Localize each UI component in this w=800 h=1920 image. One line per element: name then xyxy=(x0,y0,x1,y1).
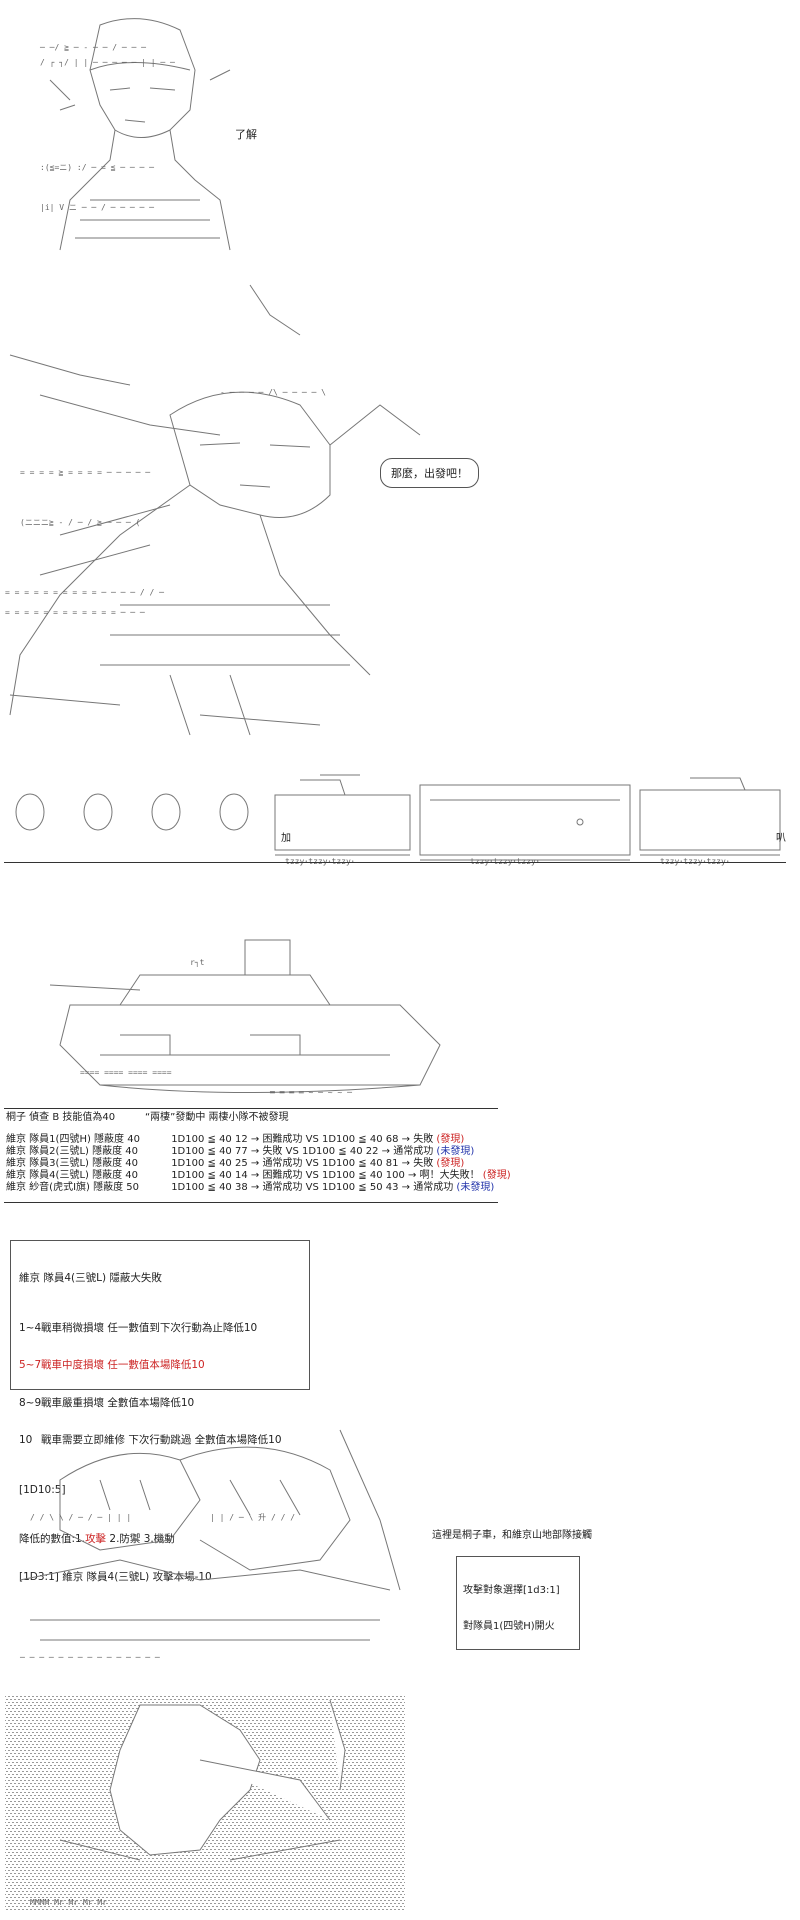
status-result: (發現) xyxy=(436,1158,465,1169)
svg-text:= = = = = = = = = = ─ ─ ─ ─ /: = = = = = = = = = = ─ ─ ─ ─ / / ─ xyxy=(5,588,164,597)
attack-target-box: 攻擊對象選擇[1d3:1] 對隊員1(四號H)開火 xyxy=(456,1556,580,1650)
fail-line: 10 戰車需要立即維修 下次行動跳過 全數值本場降低10 xyxy=(19,1434,301,1447)
character-art-1: ─ ─/ ≧ ─ - ─ ─ / ─ ─ ─ / ┌ ┐/ | | ─ ─ ─ … xyxy=(30,10,260,260)
status-roll: 1D100 ≦ 40 12 → 困難成功 VS 1D100 ≦ 40 68 → … xyxy=(171,1134,434,1145)
tank-column-art: tzzy･tzzy･tzzy･ tzzy･tzzy･tzzy･ tzzy･tzz… xyxy=(0,760,800,870)
svg-text:|i| V ニ ─ ─ / ─ ─ ─ ─ ─: |i| V ニ ─ ─ / ─ ─ ─ ─ ─ xyxy=(40,203,154,212)
fail-line: 8~9戰車嚴重損壞 全數值本場降低10 xyxy=(19,1397,301,1410)
status-row: 維京 隊員3(三號L) 隱蔽度 40 1D100 ≦ 40 25 → 通常成功 … xyxy=(6,1158,796,1170)
svg-text:─ ─ ─ ─ ─ ─ ─ ─ ─ ─ ─ ─ ─ ─ ─: ─ ─ ─ ─ ─ ─ ─ ─ ─ ─ ─ ─ ─ ─ ─ xyxy=(19,1653,160,1662)
status-header-right: “兩棲”發動中 兩棲小隊不被發現 xyxy=(145,1112,289,1123)
svg-text:- ─ ─ ─ ─ /\ ─ ─ ─ ─ \: - ─ ─ ─ ─ /\ ─ ─ ─ ─ \ xyxy=(220,388,326,397)
status-result: (發現) xyxy=(436,1134,465,1145)
status-row: 維京 隊員4(三號L) 隱蔽度 40 1D100 ≦ 40 14 → 困難成功 … xyxy=(6,1170,796,1182)
speech-text-1: 了解 xyxy=(235,128,257,141)
divider-3 xyxy=(4,1202,498,1203)
critical-fail-box: 維京 隊員4(三號L) 隱蔽大失敗 1~4戰車稍微損壞 任一數值到下次行動為止降… xyxy=(10,1240,310,1583)
character-art-2: = = = = ≧ = = = = ─ ─ ─ ─ ─ (ニニニ≧ - / ─ … xyxy=(0,275,440,745)
status-result: (發現) xyxy=(482,1170,511,1181)
attack-box-line1: 攻擊對象選擇[1d3:1] xyxy=(463,1585,560,1596)
status-result: (未發現) xyxy=(456,1182,495,1193)
fail-key: 8~9 xyxy=(19,1396,42,1409)
svg-text:/ ┌ ┐/ | | ─ ─ ─ ─ ─ | | ─ ─: / ┌ ┐/ | | ─ ─ ─ ─ ─ | | ─ ─ xyxy=(40,58,175,68)
tank-sfx-left: 加 xyxy=(281,833,291,844)
status-roll: 1D100 ≦ 40 25 → 通常成功 VS 1D100 ≦ 40 81 → … xyxy=(171,1158,434,1169)
fail-text: 戰車稍微損壞 任一數值到下次行動為止降低10 xyxy=(41,1321,258,1334)
status-name: 維京 隊員2(三號L) 隱蔽度 40 xyxy=(6,1146,138,1157)
svg-text:═ ═ ═ ═ ~ ─ ~ ~ ─: ═ ═ ═ ═ ~ ─ ~ ~ ─ xyxy=(269,1088,352,1097)
svg-text:= = = = = = = = = = = = ─ ─ ─: = = = = = = = = = = = = ─ ─ ─ xyxy=(5,608,145,617)
status-name: 維京 隊員1(四號H) 隱蔽度 40 xyxy=(6,1134,140,1145)
svg-text:r┐t: r┐t xyxy=(190,958,205,968)
fail-lower-prefix: 降低的數值:1. xyxy=(19,1533,86,1545)
status-roll: 1D100 ≦ 40 14 → 困難成功 VS 1D100 ≦ 40 100 →… xyxy=(171,1170,480,1181)
divider-1 xyxy=(4,862,786,863)
status-table: 維京 隊員1(四號H) 隱蔽度 40 1D100 ≦ 40 12 → 困難成功 … xyxy=(6,1134,796,1194)
svg-text:= = = = ≧ = = = = ─ ─ ─ ─ ─: = = = = ≧ = = = = ─ ─ ─ ─ ─ xyxy=(20,468,150,477)
divider-2 xyxy=(4,1108,498,1109)
status-row: 維京 隊員2(三號L) 隱蔽度 40 1D100 ≦ 40 77 → 失敗 VS… xyxy=(6,1146,796,1158)
tank-sfx-right: 叭 xyxy=(776,833,786,844)
fail-text: 戰車中度損壞 任一數值本場降低10 xyxy=(41,1359,205,1371)
fail-line: 1~4戰車稍微損壞 任一數值到下次行動為止降低10 xyxy=(19,1322,301,1335)
narration-text: 這裡是桐子車，和維京山地部隊接觸 xyxy=(432,1530,592,1541)
hatched-scene-art: MMMM Mr Mr Mr Mr xyxy=(0,1690,410,1915)
status-header-left: 桐子 偵查 B 技能值為40 xyxy=(6,1112,116,1123)
speech-bubble-2: 那麼，出發吧！ xyxy=(380,458,479,488)
fail-result: [1D3:1] 維京 隊員4(三號L) 攻擊本場-10 xyxy=(19,1570,212,1583)
svg-text:(ニニニ≧ - / ─ / ≧ ─ ─ ─ (: (ニニニ≧ - / ─ / ≧ ─ ─ ─ ( xyxy=(20,518,140,527)
status-roll: 1D100 ≦ 40 77 → 失敗 VS 1D100 ≦ 40 22 → 通常… xyxy=(171,1146,434,1157)
svg-text::(≦=ニ) :/ ─ = ≦ ─ ─ ─ ─: :(≦=ニ) :/ ─ = ≦ ─ ─ ─ ─ xyxy=(40,163,154,172)
status-name: 維京 紗音(虎式I旗) 隱蔽度 50 xyxy=(6,1182,140,1193)
status-row: 維京 紗音(虎式I旗) 隱蔽度 50 1D100 ≦ 40 38 → 通常成功 … xyxy=(6,1182,796,1194)
fail-key: 10 xyxy=(19,1434,33,1446)
svg-text:─ ─/ ≧ ─ - ─ ─ / ─ ─ ─: ─ ─/ ≧ ─ - ─ ─ / ─ ─ ─ xyxy=(39,43,146,52)
fail-text: 戰車嚴重損壞 全數值本場降低10 xyxy=(41,1396,195,1409)
status-row: 維京 隊員1(四號H) 隱蔽度 40 1D100 ≦ 40 12 → 困難成功 … xyxy=(6,1134,796,1146)
status-result: (未發現) xyxy=(436,1146,475,1157)
svg-text:==== ==== ==== ====: ==== ==== ==== ==== xyxy=(80,1068,172,1077)
large-tank-art: r┐t ==== ==== ==== ==== ═ ═ ═ ═ ~ ─ ~ ~ … xyxy=(40,935,480,1105)
fail-lower-rest: 2.防禦 3.機動 xyxy=(106,1533,175,1545)
status-name: 維京 隊員3(三號L) 隱蔽度 40 xyxy=(6,1158,138,1169)
status-roll: 1D100 ≦ 40 38 → 通常成功 VS 1D100 ≦ 50 43 → … xyxy=(171,1182,454,1193)
status-name: 維京 隊員4(三號L) 隱蔽度 40 xyxy=(6,1170,138,1181)
attack-box-line2: 對隊員1(四號H)開火 xyxy=(463,1621,555,1632)
fail-key: 1~4 xyxy=(19,1321,42,1334)
svg-text:MMMM Mr Mr Mr Mr: MMMM Mr Mr Mr Mr xyxy=(30,1898,107,1907)
fail-lower-attack: 攻擊 xyxy=(85,1533,107,1545)
fail-roll: [1D10:5] xyxy=(19,1483,66,1496)
fail-key: 5~7 xyxy=(19,1359,42,1371)
fail-text: 戰車需要立即維修 下次行動跳過 全數值本場降低10 xyxy=(41,1434,282,1446)
fail-title: 維京 隊員4(三號L) 隱蔽大失敗 xyxy=(19,1272,162,1284)
fail-line: 5~7戰車中度損壞 任一數值本場降低10 xyxy=(19,1359,301,1372)
fail-lower: 降低的數值:1.攻擊 2.防禦 3.機動 xyxy=(19,1533,301,1546)
